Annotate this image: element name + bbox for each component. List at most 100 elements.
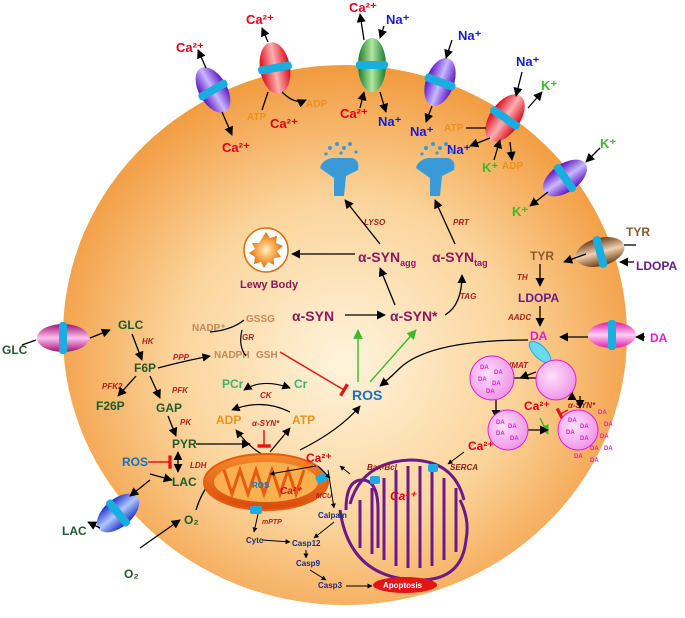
- da-vesicle-filling: [469, 355, 515, 401]
- vesicle-da-label: DA: [496, 431, 505, 437]
- syn-agg-label: α-SYNagg: [358, 249, 416, 268]
- f6p-label: F6P: [134, 361, 156, 375]
- ck-label: CK: [260, 391, 273, 400]
- ros-left-label: ROS: [122, 455, 148, 469]
- ca-atpase-adp-label: ADP: [306, 99, 327, 110]
- apoptosis-arrows: [252, 451, 465, 589]
- th-label: TH: [517, 273, 528, 282]
- nak-atp-label: ATP: [444, 123, 464, 134]
- synuclein-arrows: [291, 199, 467, 320]
- pcr-label: PCr: [222, 377, 244, 391]
- k-channel-in-label: K⁺: [512, 204, 528, 219]
- serca-channel: [428, 464, 438, 472]
- tag-label: TAG: [460, 292, 476, 301]
- bax-channel: [370, 476, 380, 484]
- vesicle-da-label: DA: [604, 422, 613, 428]
- syn-star-vesicle-label: α-SYN*: [568, 401, 596, 410]
- ldopa-out-label: LDOPA: [636, 259, 677, 273]
- endoplasmic-reticulum: [338, 458, 469, 582]
- ros-activation-arrows: [353, 329, 417, 383]
- syn-tag-label: α-SYNtag: [432, 249, 488, 268]
- aadc-label: AADC: [507, 313, 531, 322]
- ros-mito-label: ROS: [252, 481, 270, 490]
- o2-in-label: O₂: [184, 513, 199, 527]
- adp-label: ADP: [216, 413, 241, 427]
- energy-arrows: [231, 381, 361, 455]
- cell-body: [63, 65, 627, 605]
- nak-adp-label: ADP: [502, 161, 523, 172]
- ppp-label: PPP: [173, 353, 190, 362]
- mptp-label: mPTP: [262, 519, 282, 526]
- vesicle-da-label: DA: [492, 381, 501, 387]
- vesicle-da-label: DA: [598, 410, 607, 416]
- gr-label: GR: [242, 333, 254, 342]
- ca-atpase-atp-label: ATP: [247, 112, 267, 123]
- gssg-label: GSSG: [246, 314, 275, 325]
- nak-na-out-label: Na⁺: [516, 54, 540, 69]
- lac-label: LAC: [172, 475, 197, 489]
- glc-label: GLC: [118, 318, 144, 332]
- mitochondrion: [203, 453, 329, 511]
- casp9-label: Casp9: [296, 559, 321, 568]
- syn-label: α-SYN: [292, 308, 334, 324]
- glc-out-label: GLC: [2, 343, 28, 357]
- ca-pump-in-label: Ca²⁺: [222, 140, 250, 155]
- mcu-label: MCU: [316, 493, 333, 500]
- ncx-na-out-label: Na⁺: [386, 12, 410, 27]
- vmat-label: VMAT: [506, 361, 529, 370]
- ncx-na-in-label: Na⁺: [378, 114, 402, 129]
- prt-label: PRT: [453, 218, 470, 227]
- nadp-label: NADP⁺: [192, 323, 226, 334]
- da-vesicle-docked: [487, 409, 529, 451]
- ca-pump-out-label: Ca²⁺: [176, 40, 204, 55]
- tyr-label: TYR: [530, 249, 554, 263]
- serca-label: SERCA: [450, 463, 478, 472]
- nadph-label: NADPH: [214, 350, 250, 361]
- atp-label: ATP: [292, 413, 315, 427]
- vesicle-da-label: DA: [590, 458, 599, 464]
- vesicle-da-label: DA: [480, 365, 489, 371]
- membrane-arrows: [21, 13, 645, 530]
- vesicle-da-label: DA: [590, 446, 599, 452]
- lewy-body-icon: [243, 227, 289, 273]
- proteasome-icon: [416, 142, 455, 196]
- lewy-body-label: Lewy Body: [240, 279, 299, 291]
- pyr-label: PYR: [172, 437, 197, 451]
- ca-er-label: Ca²⁺: [390, 489, 417, 503]
- syn-inhibits-vesicle: [555, 407, 569, 421]
- ros-center-label: ROS: [352, 387, 382, 403]
- gsh-label: GSH: [256, 350, 278, 361]
- cr-label: Cr: [294, 377, 308, 391]
- f26p-label: F26P: [96, 399, 125, 413]
- ca-out-label: Ca²⁺: [468, 439, 494, 453]
- vesicle-da-label: DA: [510, 436, 519, 442]
- hk-label: HK: [142, 337, 155, 346]
- nak-k-out-label: K⁺: [541, 78, 557, 93]
- lyso-label: LYSO: [364, 218, 386, 227]
- sodium-potassium-atpase: [485, 94, 525, 142]
- k-channel-out-label: K⁺: [600, 136, 616, 151]
- gsh-inhibits-ros: [279, 351, 349, 397]
- na-channel-in-label: Na⁺: [410, 124, 434, 139]
- casp12-label: Casp12: [292, 539, 321, 548]
- vesicle-da-label: DA: [574, 454, 583, 460]
- ca-atpase-out-label: Ca²⁺: [246, 12, 274, 27]
- ncx-ca-out-label: Ca²⁺: [349, 0, 377, 15]
- vesicle-da-label: DA: [478, 377, 487, 383]
- pentose-arrows: [157, 319, 247, 369]
- vesicle-da-label: DA: [508, 424, 517, 430]
- cytc-label: Cytc: [246, 536, 264, 545]
- vesicle-da-label: DA: [566, 430, 575, 436]
- apoptosis-label: Apoptosis: [383, 581, 423, 590]
- da-vesicle-empty: [535, 359, 577, 401]
- sodium-channel: [424, 58, 456, 106]
- ca-vesicle-label: Ca²⁺: [524, 399, 550, 413]
- vesicle-da-label: DA: [580, 424, 589, 430]
- apoptosis-badge: [373, 577, 437, 593]
- vesicle-da-label: DA: [600, 434, 609, 440]
- ldopa-label: LDOPA: [518, 291, 559, 305]
- mptp-channel: [250, 506, 262, 514]
- dopamine-transporter: [588, 320, 636, 350]
